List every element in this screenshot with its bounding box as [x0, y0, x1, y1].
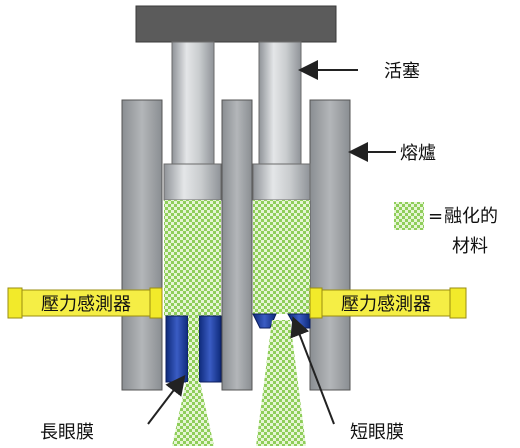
extrudate-short: [256, 320, 306, 446]
melt-right-bore: [253, 200, 310, 314]
short-die-arrow: [290, 316, 335, 425]
top-plate: [135, 5, 337, 43]
piston-left-head: [163, 163, 222, 201]
legend-swatch: [394, 202, 424, 230]
legend-line1: 融化的: [444, 206, 498, 227]
barrel-center-wall: [221, 99, 253, 391]
barrel-right-wall: [309, 99, 351, 391]
short-die-right: [287, 313, 311, 329]
long-die-label: 長眼膜: [40, 422, 94, 443]
long-die-arrow: [147, 374, 186, 425]
legend-equals: =: [428, 206, 443, 227]
long-die-right-half: [198, 315, 222, 383]
piston-right-head: [252, 163, 311, 201]
piston-left-rod: [171, 41, 215, 165]
extrudate-long: [172, 382, 214, 446]
pressure-sensor-left-label: 壓力感測器: [41, 294, 131, 315]
barrel-label: 熔爐: [400, 143, 436, 164]
pressure-sensor-right: 壓力感測器: [309, 287, 467, 319]
piston-right-rod: [258, 41, 302, 165]
long-die-channel: [188, 316, 199, 382]
melt-left-bore: [164, 200, 221, 316]
short-die-left: [252, 313, 277, 329]
barrel-left-wall: [121, 99, 163, 391]
piston-label: 活塞: [384, 61, 420, 82]
legend-line2: 材料: [452, 236, 488, 257]
short-die-label: 短眼膜: [350, 422, 404, 443]
pressure-sensor-right-label: 壓力感測器: [341, 294, 431, 315]
pressure-sensor-left: 壓力感測器: [7, 287, 163, 319]
long-die-left-half: [165, 315, 189, 383]
